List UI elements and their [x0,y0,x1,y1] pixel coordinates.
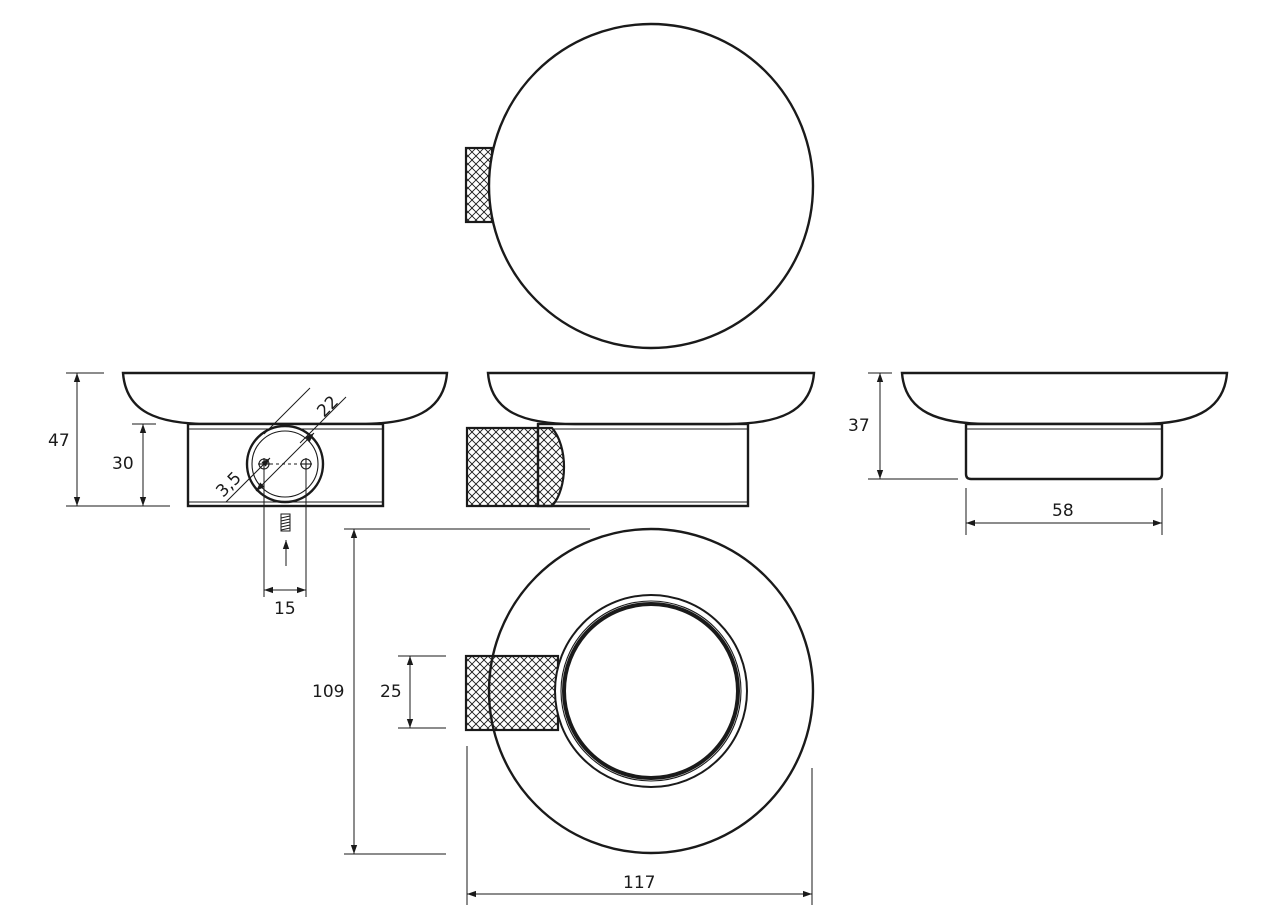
top-bowl-circle [487,22,815,350]
bottom-ring-mid [560,600,742,782]
center-base [536,422,750,508]
center-bowl [486,371,816,426]
dim-label-overall-height: 47 [48,431,70,451]
bottom-knurl-handle [464,654,560,732]
side-bowl [900,371,1229,426]
dimension-total-depth: 109 [312,528,590,855]
side-view [900,371,1229,481]
bottom-view [464,527,815,855]
bottom-ring-inner [562,602,740,780]
mount-flange-inner [251,430,319,498]
front-view-center [465,371,816,508]
dimension-bowl-diameter: 117 [466,746,813,905]
top-view [464,22,815,350]
dimension-side-base-width: 58 [965,488,1163,535]
dim-label-side-base-width: 58 [1052,501,1074,521]
dimension-overall-height: 47 [48,372,170,507]
front-view-left [121,371,449,566]
side-base [964,422,1164,481]
dim-label-side-height: 37 [848,416,870,436]
dim-label-total-depth: 109 [312,682,344,702]
screw-icon [280,513,291,532]
dim-label-knurl-width: 25 [380,682,402,702]
dim-label-base-height: 30 [112,454,134,474]
dim-label-bowl-diameter: 117 [623,873,655,893]
dimension-knurl-width: 25 [380,655,446,729]
dimension-hole-spacing: 15 [263,470,307,619]
front-left-bowl [121,371,449,426]
dimension-base-height: 30 [112,423,156,506]
top-knurl-handle [464,146,494,224]
center-knurl-handle [465,426,566,508]
dimension-side-height: 37 [848,372,958,480]
dim-label-hole-spacing: 15 [274,599,296,619]
